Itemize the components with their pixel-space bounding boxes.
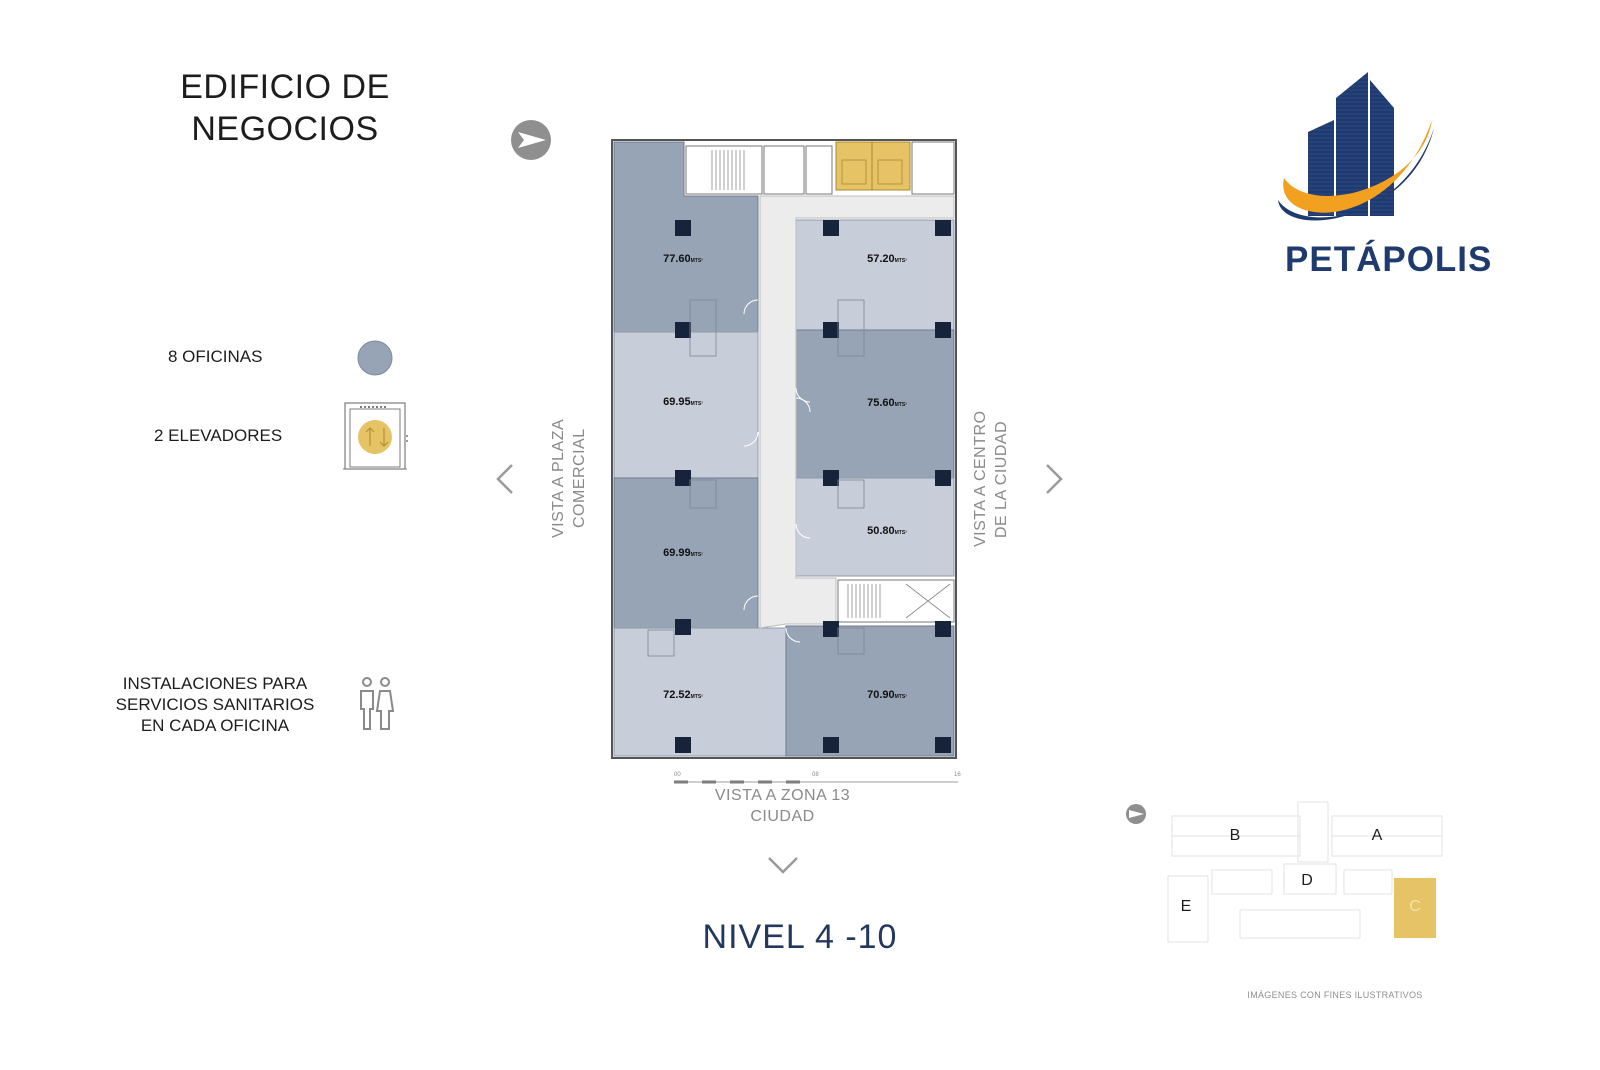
view-left-label: VISTA A PLAZA COMERCIAL: [548, 418, 590, 538]
corridor-shape: [759, 195, 955, 629]
disclaimer: IMÁGENES CON FINES ILUSTRATIVOS: [1247, 990, 1423, 1000]
page-title: EDIFICIO DE NEGOCIOS: [150, 66, 420, 150]
structural-columns: [675, 220, 951, 753]
office-4-shape: [613, 627, 787, 757]
title-line-2: NEGOCIOS: [191, 110, 379, 148]
office-7-area: 50.80MTS²: [867, 525, 907, 537]
floor-plan: 77.60MTS² 69.95MTS² 69.99MTS² 72.52MTS² …: [611, 139, 961, 784]
view-left-line-1: VISTA A PLAZA: [550, 418, 567, 538]
office-2-area: 69.95MTS²: [663, 396, 703, 408]
office-1-area: 77.60MTS²: [663, 253, 703, 265]
elevator-icon: [343, 402, 408, 470]
level-title: NIVEL 4 -10: [702, 918, 898, 956]
key-plan-label-e: E: [1181, 898, 1192, 915]
stair-bottom: [837, 579, 955, 623]
sanitary-line-1: INSTALACIONES PARA: [122, 674, 308, 693]
key-plan-label-a: A: [1372, 827, 1383, 844]
lobby-top: [911, 141, 955, 195]
view-bottom-line-1: VISTA A ZONA 13: [714, 787, 851, 804]
brand-name: PETÁPOLIS: [1285, 240, 1493, 279]
scale-end: 16: [954, 772, 961, 778]
title-line-1: EDIFICIO DE: [180, 68, 390, 106]
door-swings: [743, 299, 811, 643]
office-8-area: 70.90MTS²: [867, 689, 907, 701]
scale-mid: 08: [812, 772, 819, 778]
key-plan-highlight-c: [1394, 878, 1436, 938]
arrow-right-icon: [1046, 464, 1063, 494]
view-right-line-1: VISTA A CENTRO: [972, 410, 989, 548]
sanitary-line-3: EN CADA OFICINA: [140, 716, 290, 735]
stair-top-steps: [711, 150, 745, 190]
arrow-down-icon: [768, 857, 798, 874]
petapolis-logo-icon: [1278, 72, 1434, 221]
office-6-shape: [795, 329, 955, 479]
office-swatch-icon: [357, 340, 393, 376]
view-right-line-2: DE LA CIUDAD: [993, 420, 1010, 538]
restroom-icon: [360, 677, 395, 730]
key-plan: B A D E C: [1126, 801, 1443, 943]
view-bottom-line-2: CIUDAD: [750, 808, 815, 825]
restroom-accessible-top: [763, 145, 805, 195]
legend-offices-label: 8 OFICINAS: [168, 347, 263, 366]
office-2-shape: [613, 331, 759, 479]
key-plan-label-b: B: [1230, 827, 1241, 844]
arrow-left-icon: [496, 464, 513, 494]
scale-bar: 00 08 16: [674, 772, 961, 784]
elevator-shaft-1: [835, 141, 873, 191]
office-restrooms: [647, 299, 865, 657]
view-right-label: VISTA A CENTRO DE LA CIUDAD: [970, 410, 1012, 548]
legend-elevators-label: 2 ELEVADORES: [154, 426, 283, 445]
office-5-shape: [795, 219, 955, 331]
office-8-shape: [785, 625, 955, 757]
office-3-area: 69.99MTS²: [663, 547, 703, 559]
shaft-top: [805, 145, 833, 195]
view-left-line-2: COMERCIAL: [571, 428, 588, 528]
key-plan-label-c: C: [1409, 898, 1421, 915]
sanitary-line-2: SERVICIOS SANITARIOS: [115, 695, 315, 714]
office-4-area: 72.52MTS²: [663, 689, 703, 701]
view-bottom-label: VISTA A ZONA 13 CIUDAD: [690, 785, 875, 827]
scale-start: 00: [674, 772, 681, 778]
office-6-area: 75.60MTS²: [867, 397, 907, 409]
key-plan-label-d: D: [1301, 872, 1313, 889]
legend-sanitary-label: INSTALACIONES PARA SERVICIOS SANITARIOS …: [110, 673, 320, 736]
north-arrow-icon: [511, 120, 551, 160]
office-5-area: 57.20MTS²: [867, 253, 907, 265]
